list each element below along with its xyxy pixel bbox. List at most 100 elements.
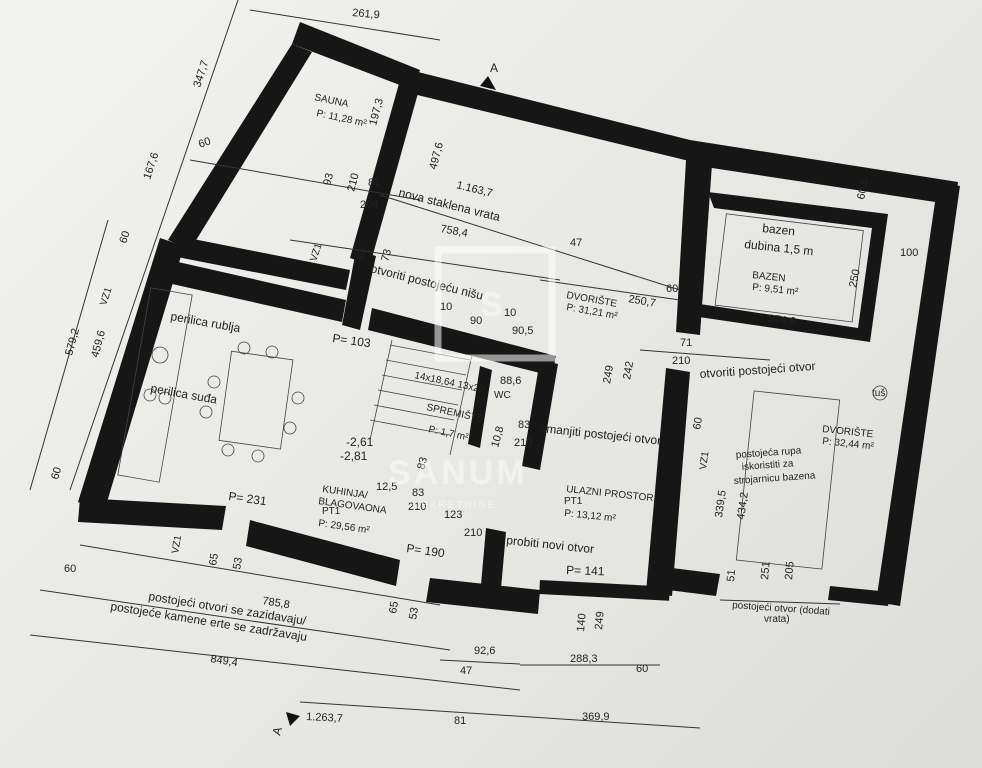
existing-door-2: vrata) bbox=[764, 614, 790, 625]
wall-right-outer bbox=[876, 182, 960, 606]
washer-label: perilica rublja bbox=[169, 309, 241, 335]
dim-92: 92,6 bbox=[474, 645, 495, 657]
pit-line-2: iskoristiti za bbox=[741, 458, 794, 473]
dim-51: 51 bbox=[725, 569, 738, 582]
dim-250: 250 bbox=[847, 268, 863, 288]
dining-table bbox=[218, 350, 294, 450]
dim-339: 339,5 bbox=[713, 489, 729, 518]
dim-65a: 65 bbox=[207, 552, 221, 566]
dim-88-6: 88,6 bbox=[500, 375, 521, 387]
walls bbox=[78, 22, 960, 614]
dim-140: 140 bbox=[575, 613, 589, 632]
section-label-bottom: A bbox=[269, 725, 285, 736]
section-label-top: A bbox=[490, 61, 498, 75]
dim-sauna-197: 197,3 bbox=[367, 97, 386, 127]
sauna-area: P: 11,28 m² bbox=[315, 108, 368, 129]
vz1-label: VZ1 bbox=[308, 242, 324, 263]
p190-label: P= 190 bbox=[406, 541, 446, 560]
dim-434: 434,2 bbox=[735, 491, 751, 520]
chair bbox=[199, 405, 213, 419]
level-2: -2,81 bbox=[340, 449, 368, 463]
stairs-label: 14x18,64 13x27 bbox=[413, 370, 485, 396]
dim-1263: 1.263,7 bbox=[306, 711, 343, 725]
new-opening-label: probiti novi otvor bbox=[506, 533, 595, 556]
tus-label: tuš bbox=[872, 388, 885, 399]
wc-label: WC bbox=[494, 390, 511, 401]
dim-93: 93 bbox=[321, 172, 336, 187]
pool-name: BAZEN bbox=[752, 270, 786, 284]
chair bbox=[283, 421, 297, 435]
dim-1163: 1.163,7 bbox=[455, 179, 494, 200]
dim-left-167: 167,6 bbox=[141, 151, 161, 181]
watermark-logo-letter: S bbox=[480, 286, 506, 324]
entry-code: PT1 bbox=[564, 496, 583, 507]
tus-drain bbox=[872, 385, 888, 401]
dvoriste-2-area: P: 32,44 m² bbox=[822, 436, 875, 452]
dim-210e: 210 bbox=[464, 527, 482, 539]
dim-12-5: 12,5 bbox=[376, 481, 397, 493]
dim-left-60a: 60 bbox=[197, 135, 213, 150]
dim-10b: 10 bbox=[504, 307, 516, 319]
section-arrow-bottom bbox=[286, 712, 300, 726]
watermark-logo-box bbox=[434, 246, 556, 362]
kitchen-area: P: 29,56 m² bbox=[318, 518, 371, 536]
dimension-lines bbox=[29, 0, 841, 729]
dim-204: 204 bbox=[360, 199, 378, 211]
pit-line-1: postojeća rupa bbox=[735, 445, 802, 461]
watermark-tagline: NEKRETNINE bbox=[412, 500, 496, 511]
storage-area: P: 1,7 m² bbox=[427, 424, 470, 443]
dim-251: 251 bbox=[759, 561, 773, 580]
wall-sauna-bottom bbox=[172, 236, 350, 290]
sink bbox=[151, 346, 169, 364]
wall-right-sep-low bbox=[646, 368, 690, 596]
wall-left bbox=[78, 238, 184, 512]
dim-849: 849,4 bbox=[210, 653, 239, 669]
dim-785: 785,8 bbox=[262, 595, 291, 611]
dim-210c: 210 bbox=[514, 437, 532, 449]
hob bbox=[143, 388, 157, 402]
chair bbox=[251, 449, 265, 463]
reduce-opening-label: smanjiti postojeći otvor bbox=[540, 421, 662, 448]
dim-65b: 65 bbox=[387, 600, 401, 614]
kitchen-code: PT1 bbox=[322, 506, 341, 517]
chair bbox=[265, 345, 279, 359]
wall-divider bbox=[342, 250, 376, 330]
dim-53b: 53 bbox=[407, 606, 421, 620]
dim-83a: 83 bbox=[518, 419, 530, 431]
pool-title: bazen bbox=[762, 221, 796, 238]
dim-250-7: 250,7 bbox=[627, 293, 656, 310]
shower-area bbox=[735, 390, 841, 570]
dim-71: 71 bbox=[680, 337, 692, 349]
p231-label: P= 231 bbox=[228, 489, 268, 508]
dim-288: 288,3 bbox=[570, 653, 598, 665]
watermark: S SANUM NEKRETNINE bbox=[388, 246, 556, 511]
wall-entry-left bbox=[480, 528, 506, 600]
chair bbox=[207, 375, 221, 389]
dim-left-60c: 60 bbox=[49, 466, 64, 481]
wall-sauna-top bbox=[292, 22, 420, 90]
wall-bottom-mid bbox=[246, 520, 400, 586]
level-1: -2,61 bbox=[346, 435, 374, 449]
wall-sauna-left bbox=[168, 44, 312, 250]
vz1-label: VZ1 bbox=[98, 286, 114, 307]
furniture bbox=[117, 213, 888, 570]
dim-758: 758,4 bbox=[439, 223, 468, 240]
chair bbox=[291, 391, 305, 405]
wall-window-left bbox=[539, 580, 670, 601]
wall-bottom-far-right bbox=[668, 568, 720, 596]
dim-210a: 210 bbox=[345, 172, 361, 193]
dim-60-bl: 60 bbox=[64, 563, 76, 575]
dim-100: 100 bbox=[900, 247, 918, 259]
wall-top-long bbox=[405, 70, 958, 205]
pool-inner bbox=[714, 213, 864, 323]
dim-81a: 81 bbox=[368, 177, 380, 189]
watermark-name: SANUM bbox=[388, 454, 528, 492]
dim-249b: 249 bbox=[593, 611, 607, 630]
dim-369: 369,9 bbox=[582, 711, 610, 723]
dim-90: 90 bbox=[470, 315, 482, 327]
p141-label: P= 141 bbox=[566, 563, 605, 578]
dim-60-mid: 60 bbox=[355, 246, 370, 261]
dim-73: 73 bbox=[379, 248, 394, 263]
